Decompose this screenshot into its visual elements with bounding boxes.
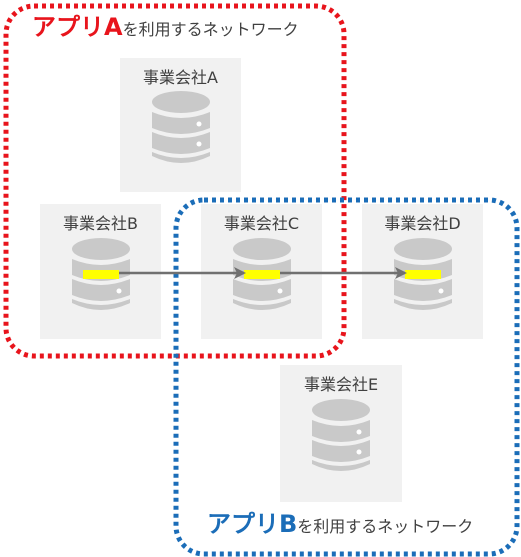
company-box-d: 事業会社D <box>362 204 483 339</box>
company-c-name: 事業会社C <box>223 214 300 233</box>
network-b-suffix: を利用するネットワーク <box>297 517 474 536</box>
database-icon <box>233 238 291 310</box>
company-b-name: 事業会社B <box>63 214 138 233</box>
company-box-c: 事業会社C <box>201 204 322 339</box>
network-b-label: アプリBを利用するネットワーク <box>207 512 473 536</box>
highlight-bar <box>244 270 280 279</box>
highlight-bar <box>83 270 119 279</box>
network-a-suffix: を利用するネットワーク <box>122 20 299 39</box>
company-box-b: 事業会社B <box>40 204 161 339</box>
network-a-label: アプリAを利用するネットワーク <box>32 15 299 39</box>
company-box-a: 事業会社A <box>120 58 241 192</box>
database-icon <box>72 238 130 310</box>
company-d-name: 事業会社D <box>384 214 461 233</box>
network-b-title: アプリB <box>207 510 298 538</box>
network-a-title: アプリA <box>32 13 123 41</box>
company-a-name: 事業会社A <box>143 68 218 87</box>
highlight-bar <box>405 270 441 279</box>
network-a-boundary <box>3 3 347 359</box>
company-box-e: 事業会社E <box>280 365 402 502</box>
database-icon <box>394 238 452 310</box>
database-icon <box>312 399 370 471</box>
database-icon <box>152 91 210 163</box>
company-e-name: 事業会社E <box>303 375 379 394</box>
